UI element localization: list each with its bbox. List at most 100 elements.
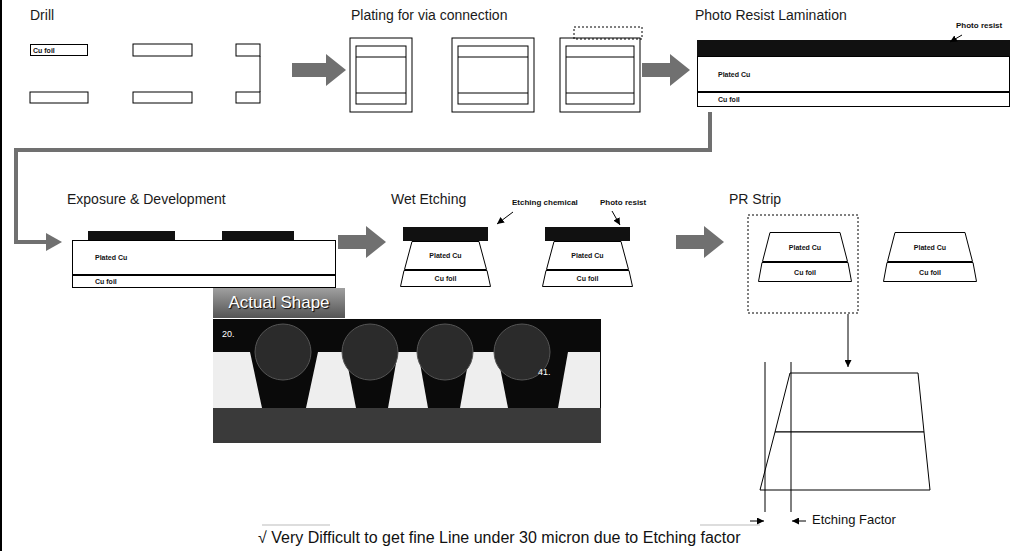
process-step: Drill Cu foil: [25, 4, 292, 112]
layer-label: Cu foil: [95, 278, 117, 285]
layer-label: Plated Cu: [95, 254, 127, 261]
foil-line: [566, 57, 634, 58]
etched-copper-layer: Plated Cu: [546, 241, 629, 270]
trapezoid-shape: [759, 263, 852, 282]
plating-outline: [452, 38, 534, 112]
copper-layer: Cu foil: [697, 92, 1010, 107]
trapezoid-shape: [405, 242, 487, 270]
process-arrow: [676, 235, 704, 249]
dotted-frame: [574, 27, 642, 39]
leader-line: [612, 211, 620, 225]
foil-line: [458, 57, 528, 58]
process-step: Exposure & DevelopmentPlated CuCu foil: [62, 188, 338, 298]
callout-label: 20.: [222, 330, 235, 340]
copper-layer: Cu foil: [72, 275, 336, 288]
cu-foil-layer: [30, 92, 88, 103]
cu-foil-layer: [133, 92, 192, 103]
board-core: [458, 46, 528, 104]
zoom-arrow: [848, 314, 849, 367]
plated-board: [350, 27, 642, 112]
plated-cu-profile: [775, 373, 924, 432]
drilled-board: [30, 44, 260, 103]
photo-resist-pattern: [222, 231, 294, 240]
process-arrow: [292, 63, 326, 77]
callout-label: Photo resist: [600, 199, 646, 208]
board-core: [566, 46, 634, 104]
process-step: Plating for via connection: [346, 4, 642, 112]
leader-line: [497, 212, 513, 224]
etched-copper-layer: Cu foil: [758, 262, 852, 282]
reference-line: [791, 362, 792, 512]
photo-substrate: [213, 408, 601, 443]
layer-label: Plated Cu: [571, 252, 603, 259]
plating-outline: [560, 38, 640, 112]
layer-label: Cu foil: [794, 269, 816, 276]
step-title: Wet Etching: [386, 188, 466, 207]
process-arrow: [338, 235, 366, 249]
layer-label: Cu foil: [33, 47, 55, 54]
trapezoid-shape: [888, 233, 973, 262]
cu-foil-layer: [133, 44, 192, 56]
plating-outline: [350, 38, 412, 112]
cu-foil-profile: [760, 432, 930, 490]
dimension-arrow: [792, 521, 806, 522]
callout-label: Etching Factor: [812, 513, 896, 527]
process-arrow: [642, 63, 670, 77]
photo-resist-layer: [697, 40, 1010, 56]
etched-copper-layer: Plated Cu: [404, 241, 487, 270]
board-edge: [260, 56, 261, 92]
foil-line: [356, 57, 406, 58]
cu-foil-layer: [236, 92, 260, 103]
photo-ground: [213, 319, 601, 443]
foil-line: [458, 93, 528, 94]
foil-line: [566, 93, 634, 94]
layer-label: Cu foil: [919, 269, 941, 276]
scan-streak: [262, 525, 330, 526]
dimension-arrow: [750, 521, 764, 522]
process-step: Photo Resist LaminationPlated Cu Cu foil: [690, 4, 1015, 112]
page-edge: [0, 0, 2, 551]
callout-label: 41.: [538, 368, 551, 378]
step-title: Drill: [25, 4, 54, 23]
copper-layer: Plated Cu: [697, 56, 1010, 92]
board-core: [356, 46, 406, 104]
photo-resist-pattern: [403, 227, 488, 241]
layer-label: Plated Cu: [429, 252, 461, 259]
zoom-profile: [750, 362, 930, 521]
step-title: Photo Resist Lamination: [690, 4, 847, 23]
step-title: Plating for via connection: [346, 4, 507, 23]
leader-line: [950, 35, 962, 42]
copper-line: [213, 352, 262, 408]
trapezoid-shape: [884, 263, 977, 282]
layer-label: Cu foil: [435, 275, 457, 282]
step-title: PR Strip: [724, 188, 781, 207]
callout-label: Etching chemical: [512, 199, 578, 208]
photo-tag: Actual Shape: [213, 288, 345, 318]
etched-copper-layer: Plated Cu: [887, 232, 973, 262]
trapezoid-shape: [543, 271, 633, 287]
copper-line: [558, 352, 600, 408]
photo-title: Actual Shape: [228, 293, 329, 313]
cu-foil-layer: [236, 44, 260, 56]
photo-resist-pattern: [545, 227, 630, 241]
process-arrow: [16, 112, 710, 242]
caption-note: √ Very Difficult to get fine Line under …: [258, 528, 741, 548]
layer-label: Plated Cu: [789, 244, 821, 251]
callout-label: Photo resist: [956, 22, 1002, 31]
cross-section-photo: [213, 319, 601, 443]
etched-copper-layer: Plated Cu: [762, 232, 848, 262]
etched-copper-layer: Cu foil: [542, 270, 633, 287]
trapezoid-shape: [763, 233, 848, 262]
foil-line: [356, 93, 406, 94]
layer-label: Plated Cu: [718, 71, 750, 78]
dotted-frame: [748, 215, 858, 313]
resin-ball: [494, 324, 550, 380]
photo-resist-pattern: [88, 231, 175, 240]
layer-label: Plated Cu: [914, 244, 946, 251]
process-step: PR StripPlated Cu Cu foil Plated Cu Cu foil: [724, 188, 1014, 315]
trapezoid-shape: [401, 271, 491, 287]
etched-copper-layer: Cu foil: [883, 262, 977, 282]
resin-ball: [342, 324, 398, 380]
